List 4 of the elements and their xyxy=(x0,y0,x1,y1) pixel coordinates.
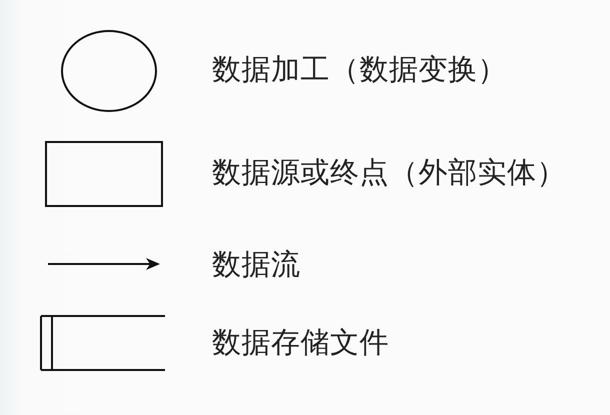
legend-label: 数据存储文件 xyxy=(212,324,389,361)
legend-label: 数据加工（数据变换） xyxy=(212,51,507,88)
legend-label: 数据源或终点（外部实体） xyxy=(212,154,566,191)
legend-label: 数据流 xyxy=(212,246,300,283)
